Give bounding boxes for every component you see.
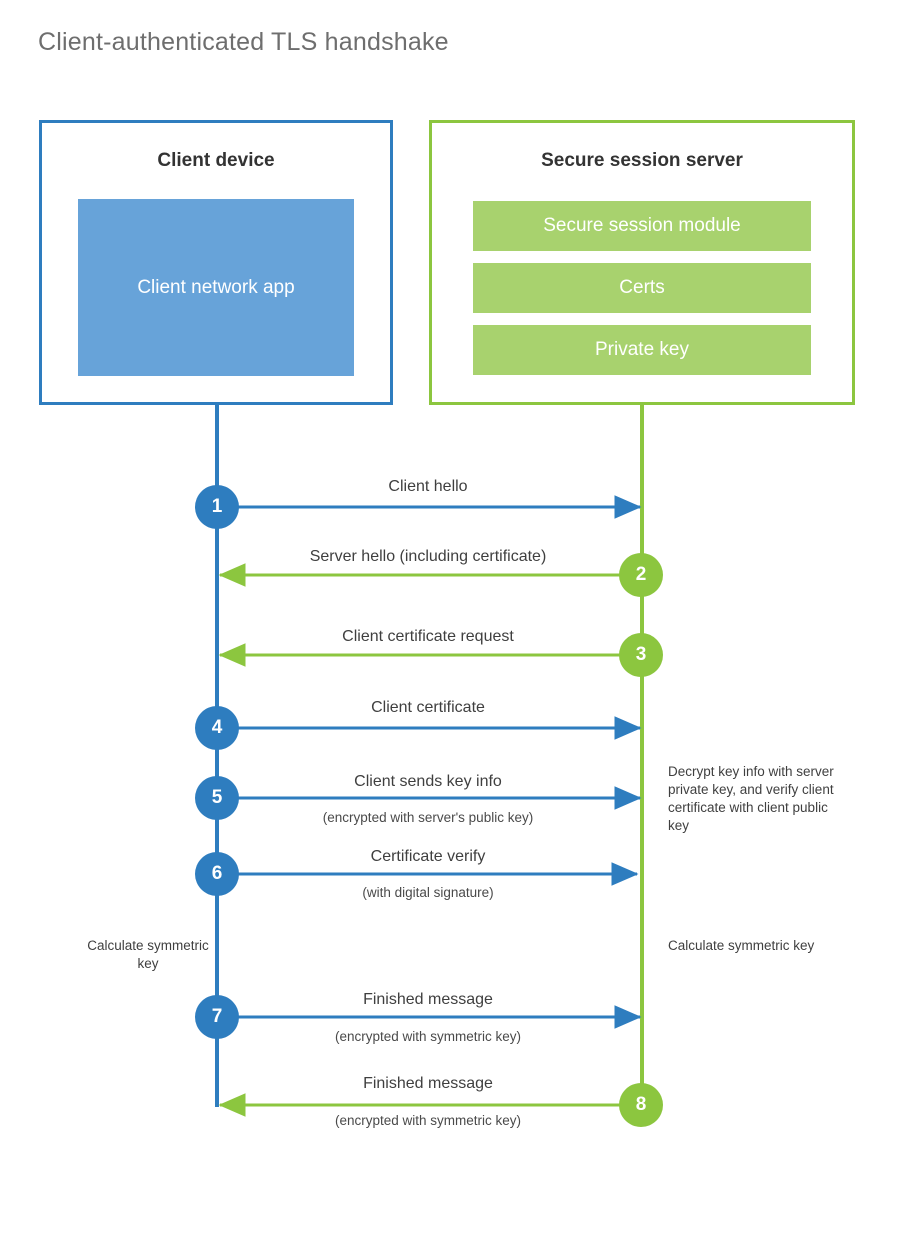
annotation-server-decrypt: Decrypt key info with server private key… [668, 764, 834, 833]
step-circle-5[interactable]: 5 [195, 776, 239, 820]
message-label-step-6: Certificate verify [370, 848, 486, 865]
message-sublabel-step-6: (with digital signature) [362, 885, 494, 900]
step-circle-3[interactable]: 3 [619, 633, 663, 677]
step-circle-4[interactable]: 4 [195, 706, 239, 750]
step-circle-6[interactable]: 6 [195, 852, 239, 896]
step-circle-1[interactable]: 1 [195, 485, 239, 529]
secure-session-server-title: Secure session server [541, 150, 743, 171]
step-circle-7[interactable]: 7 [195, 995, 239, 1039]
annotation-server-calculate-symmetric-key: Calculate symmetric key [668, 938, 815, 953]
message-label-step-4: Client certificate [371, 699, 485, 716]
message-label-step-3: Client certificate request [342, 628, 514, 645]
client-network-app-block: Client network app [78, 199, 354, 376]
message-label-step-7: Finished message [363, 991, 493, 1008]
secure-session-server-box: Secure session server Secure session mod… [429, 120, 855, 405]
message-label-step-2: Server hello (including certificate) [309, 548, 547, 565]
message-label-step-5: Client sends key info [354, 773, 502, 790]
annotation-client-calculate-symmetric-key: Calculate symmetric key [87, 938, 209, 971]
message-sublabel-step-8: (encrypted with symmetric key) [334, 1113, 522, 1128]
message-label-step-8: Finished message [363, 1075, 493, 1092]
page-title: Client-authenticated TLS handshake [38, 28, 449, 56]
message-label-step-1: Client hello [388, 478, 468, 495]
message-sublabel-step-7: (encrypted with symmetric key) [334, 1029, 522, 1044]
step-circle-2[interactable]: 2 [619, 553, 663, 597]
step-circle-8[interactable]: 8 [619, 1083, 663, 1127]
server-module-certs: Certs [473, 263, 811, 313]
client-device-box: Client device Client network app [39, 120, 393, 405]
message-sublabel-step-5: (encrypted with server's public key) [322, 810, 534, 825]
server-module-secure-session-module: Secure session module [473, 201, 811, 251]
client-device-title: Client device [157, 150, 275, 171]
server-module-private-key: Private key [473, 325, 811, 375]
